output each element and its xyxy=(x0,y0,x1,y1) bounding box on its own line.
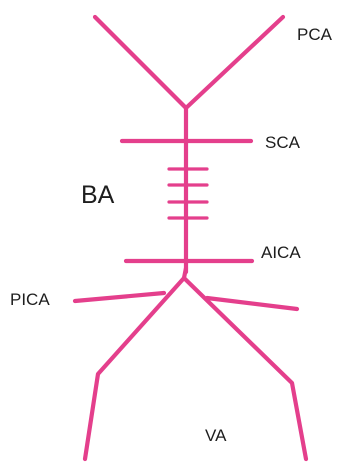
aica-label: AICA xyxy=(261,244,301,261)
ba-label: BA xyxy=(81,183,114,208)
va-left xyxy=(85,278,184,459)
va-right xyxy=(184,278,306,459)
pca-left-branch xyxy=(95,17,186,108)
va-label: VA xyxy=(205,427,226,444)
pca-right-branch xyxy=(186,17,283,108)
pca-label: PCA xyxy=(297,26,332,43)
pica-label: PICA xyxy=(10,291,50,308)
pica-left-branch xyxy=(75,293,164,301)
pica-right-branch xyxy=(207,298,297,309)
sca-label: SCA xyxy=(265,134,300,151)
